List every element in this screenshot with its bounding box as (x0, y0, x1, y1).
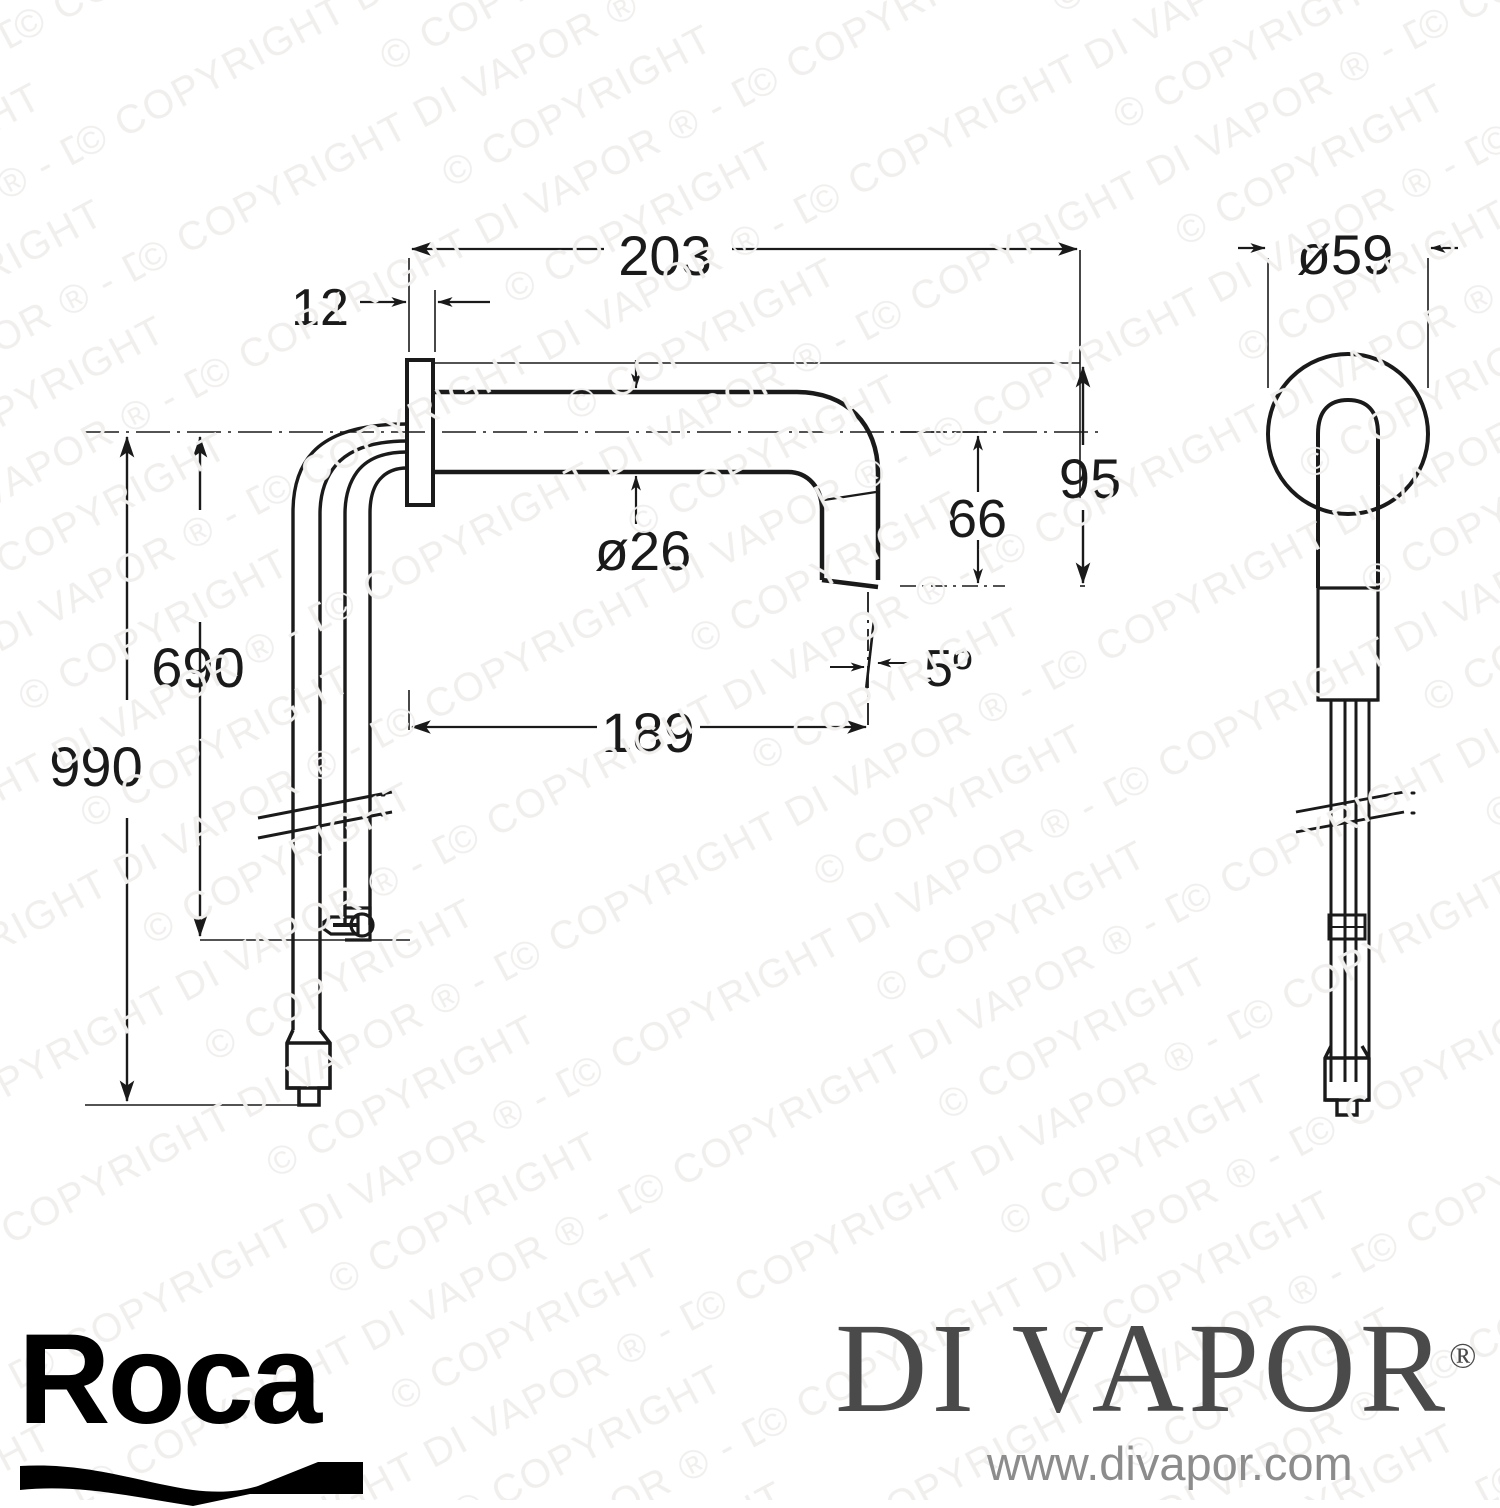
roca-wave-mark (20, 1462, 363, 1506)
divapor-website-url: www.divapor.com (987, 1437, 1353, 1490)
divapor-wordmark-text: DI VAPOR (835, 1297, 1450, 1439)
divapor-wordmark: DI VAPOR® (835, 1304, 1476, 1432)
registered-trademark-icon: ® (1449, 1335, 1477, 1376)
roca-logo: Roca (18, 1316, 368, 1506)
divapor-logo: DI VAPOR® www.divapor.com (835, 1304, 1485, 1493)
roca-wordmark: Roca (18, 1308, 322, 1451)
